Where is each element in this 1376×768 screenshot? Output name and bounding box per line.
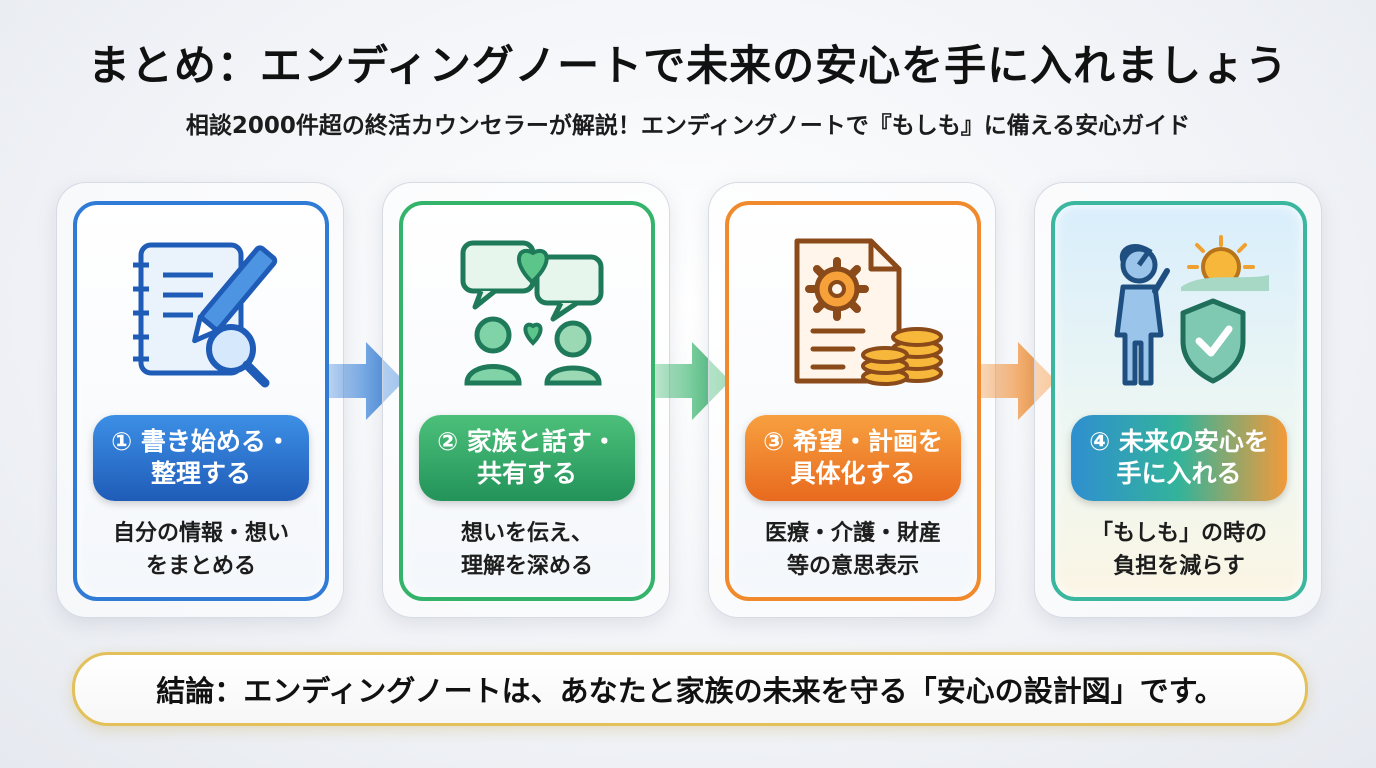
step-card-4-inner: ④ 未来の安心を 手に入れる 「もしも」の時の 負担を減らす	[1051, 201, 1307, 601]
step-card-2-inner: ② 家族と話す・ 共有する 想いを伝え、 理解を深める	[399, 201, 655, 601]
conclusion-banner: 結論：エンディングノートは、あなたと家族の未来を守る「安心の設計図」です。	[72, 652, 1308, 726]
step-card-3-inner: ③ 希望・計画を 具体化する 医療・介護・財産 等の意思表示	[725, 201, 981, 601]
step-2-label-line1: ② 家族と話す・	[437, 426, 617, 456]
step-card-4: ④ 未来の安心を 手に入れる 「もしも」の時の 負担を減らす	[1034, 182, 1322, 618]
step-3-label-line1: ③ 希望・計画を	[763, 426, 943, 456]
step-card-3: ③ 希望・計画を 具体化する 医療・介護・財産 等の意思表示	[708, 182, 996, 618]
step-1-desc-line1: 自分の情報・想い	[112, 521, 289, 546]
step-card-1-inner: ① 書き始める・ 整理する 自分の情報・想い をまとめる	[73, 201, 329, 601]
step-3-desc-line1: 医療・介護・財産	[764, 521, 941, 546]
step-4-label-line1: ④ 未来の安心を	[1089, 426, 1269, 456]
step-2-desc-line2: 理解を深める	[460, 554, 593, 579]
page-title: まとめ：エンディングノートで未来の安心を手に入れましょう	[87, 41, 1289, 90]
step-4-desc-line2: 負担を減らす	[1113, 554, 1245, 579]
step-card-2: ② 家族と話す・ 共有する 想いを伝え、 理解を深める	[382, 182, 670, 618]
step-4-label: ④ 未来の安心を 手に入れる	[1071, 415, 1287, 501]
step-1-label-line1: ① 書き始める・	[111, 426, 291, 456]
document-gear-coins-icon	[767, 231, 947, 391]
step-1-label: ① 書き始める・ 整理する	[93, 415, 309, 501]
step-4-label-line2: 手に入れる	[1116, 459, 1242, 488]
step-1-desc-line2: をまとめる	[145, 554, 256, 579]
step-2-description: 想いを伝え、 理解を深める	[403, 517, 651, 583]
step-card-1: ① 書き始める・ 整理する 自分の情報・想い をまとめる	[56, 182, 344, 618]
step-3-desc-line2: 等の意思表示	[786, 554, 919, 579]
step-3-label: ③ 希望・計画を 具体化する	[745, 415, 961, 501]
step-3-label-line2: 具体化する	[790, 459, 916, 488]
step-2-label: ② 家族と話す・ 共有する	[419, 415, 635, 501]
notebook-pen-magnifier-icon	[115, 231, 295, 391]
step-2-label-line2: 共有する	[476, 459, 577, 488]
step-2-desc-line1: 想いを伝え、	[460, 521, 593, 546]
step-1-description: 自分の情報・想い をまとめる	[77, 517, 325, 583]
step-4-desc-line1: 「もしも」の時の	[1090, 521, 1267, 546]
family-conversation-hearts-icon	[441, 231, 621, 391]
page-subtitle: 相談2000件超の終活カウンセラーが解説！エンディングノートで『もしも』に備える…	[185, 113, 1191, 139]
conclusion-text: 結論：エンディングノートは、あなたと家族の未来を守る「安心の設計図」です。	[156, 674, 1224, 708]
step-3-description: 医療・介護・財産 等の意思表示	[729, 517, 977, 583]
step-4-description: 「もしも」の時の 負担を減らす	[1055, 517, 1303, 583]
person-shield-sunrise-icon	[1093, 231, 1273, 391]
step-1-label-line2: 整理する	[150, 459, 251, 488]
